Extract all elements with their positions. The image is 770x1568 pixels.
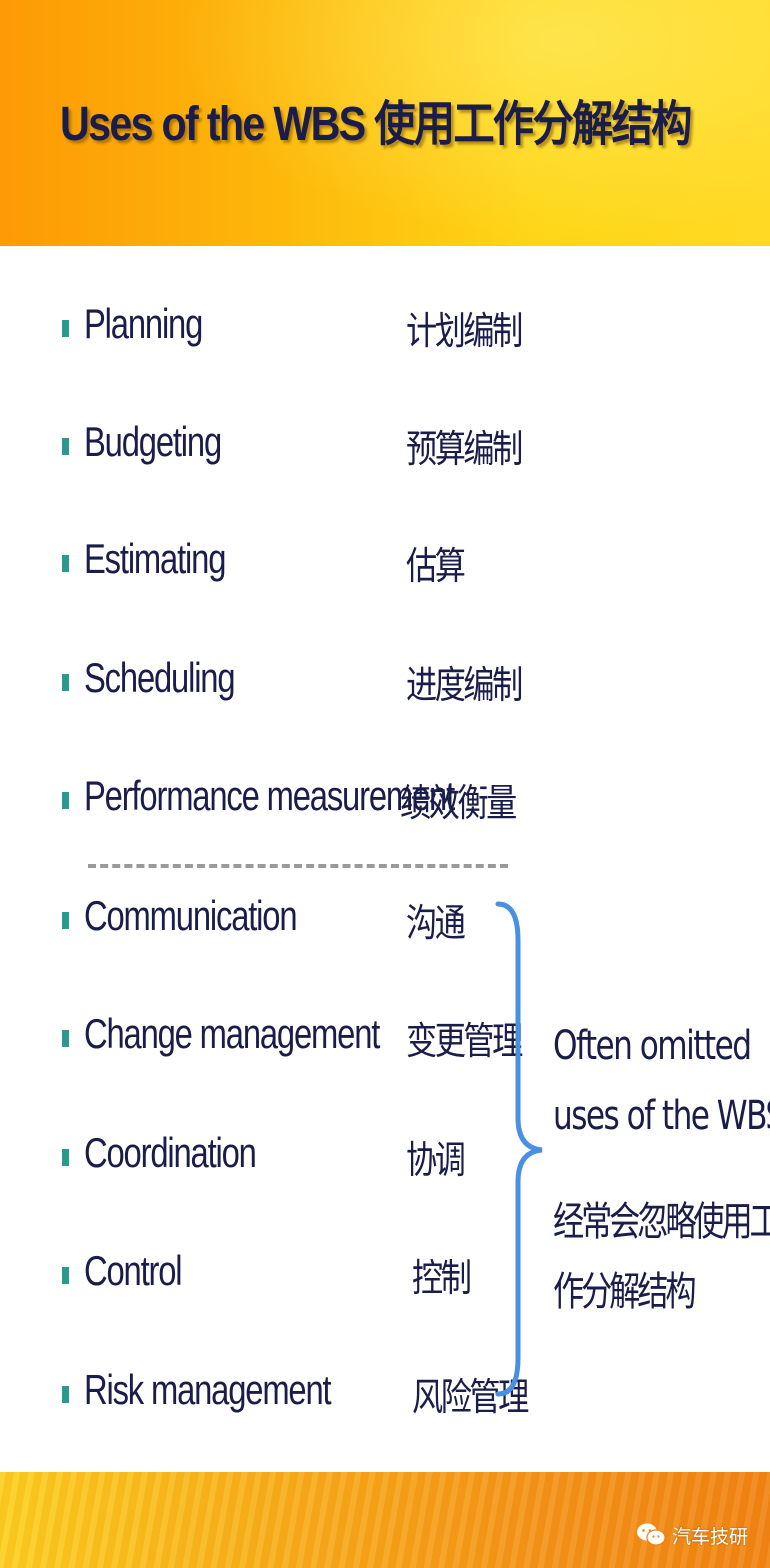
note-zh-line-2: 作分解结构	[553, 1269, 697, 1315]
bullet-icon	[62, 438, 69, 455]
list-item: Planning 计划编制	[0, 298, 560, 358]
bullet-icon	[62, 674, 69, 691]
use-label-en: Risk management	[84, 1366, 332, 1413]
wechat-icon	[637, 1523, 666, 1546]
list-item: Change management 变更管理	[0, 1008, 560, 1068]
watermark-text: 汽车技研	[672, 1525, 749, 1548]
use-label-zh: 协调	[406, 1138, 466, 1182]
note-en-line-1: Often omitted	[553, 1023, 752, 1069]
use-label-en: Performance measurement	[84, 772, 455, 819]
use-label-en: Budgeting	[84, 418, 222, 465]
bullet-icon	[62, 912, 69, 929]
use-label-en: Change management	[84, 1010, 380, 1057]
use-label-zh: 控制	[412, 1256, 472, 1300]
header-glow	[0, 0, 770, 246]
list-item: Communication 沟通	[0, 890, 560, 950]
list-item: Performance measurement 绩效衡量	[0, 770, 560, 830]
use-label-zh: 风险管理	[412, 1375, 529, 1419]
slide-footer	[0, 1472, 770, 1568]
watermark: 汽车技研	[636, 1520, 748, 1550]
list-item: Risk management 风险管理	[0, 1364, 560, 1424]
use-label-en: Planning	[84, 300, 203, 347]
use-label-en: Communication	[84, 892, 298, 939]
list-item: Scheduling 进度编制	[0, 652, 560, 712]
slide-title: Uses of the WBS 使用工作分解结构	[60, 98, 692, 151]
use-label-en: Estimating	[84, 535, 226, 582]
use-label-zh: 预算编制	[406, 427, 523, 471]
list-item: Budgeting 预算编制	[0, 416, 560, 476]
list-item: Estimating 估算	[0, 533, 560, 593]
list-item: Coordination 协调	[0, 1127, 560, 1187]
note-zh-line-1: 经常会忽略使用工	[553, 1199, 770, 1245]
section-divider	[88, 864, 508, 868]
bullet-icon	[62, 1267, 69, 1284]
bullet-icon	[62, 1149, 69, 1166]
bullet-icon	[62, 1386, 69, 1403]
use-label-zh: 变更管理	[406, 1019, 523, 1063]
bullet-icon	[62, 792, 69, 809]
use-label-en: Scheduling	[84, 654, 236, 701]
use-label-zh: 计划编制	[406, 309, 523, 353]
bullet-icon	[62, 1030, 69, 1047]
use-label-zh: 估算	[406, 544, 466, 588]
use-label-zh: 沟通	[406, 901, 466, 945]
footer-texture	[0, 1472, 770, 1568]
list-item: Control 控制	[0, 1245, 560, 1305]
use-label-zh: 进度编制	[406, 663, 523, 707]
slide-header: Uses of the WBS 使用工作分解结构	[0, 0, 770, 246]
bullet-icon	[62, 555, 69, 572]
use-label-en: Coordination	[84, 1129, 257, 1176]
use-label-zh: 绩效衡量	[400, 781, 517, 825]
bullet-icon	[62, 320, 69, 337]
note-en-line-2: uses of the WBS	[553, 1093, 770, 1139]
curly-brace-icon	[495, 901, 543, 1397]
use-label-en: Control	[84, 1247, 183, 1294]
